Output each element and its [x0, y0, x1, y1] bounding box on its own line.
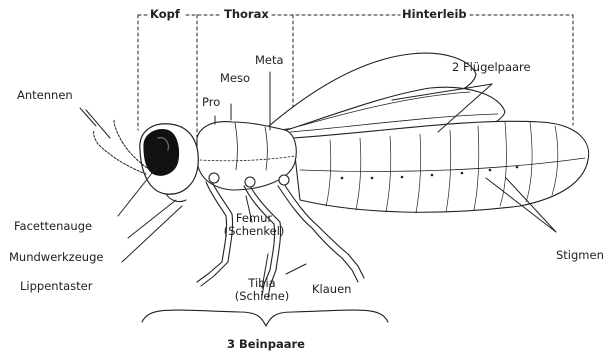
legs-bracket — [142, 310, 388, 326]
label-mouthparts: Mundwerkzeuge — [9, 251, 103, 264]
region-label-abdomen: Hinterleib — [402, 8, 467, 21]
label-spiracles: Stigmen — [556, 249, 604, 262]
segment-label-pro: Pro — [202, 96, 220, 109]
segment-label-meta: Meta — [255, 54, 284, 67]
label-femur: Femur (Schenkel) — [222, 212, 286, 238]
label-antennae: Antennen — [17, 89, 73, 102]
segment-label-meso: Meso — [220, 72, 250, 85]
region-label-thorax: Thorax — [224, 8, 269, 21]
label-claws: Klauen — [312, 283, 351, 296]
label-tibia: Tibia (Schiene) — [230, 277, 294, 303]
abdomen — [293, 121, 589, 213]
label-labial-palps: Lippentaster — [20, 280, 92, 293]
label-femur-german: (Schenkel) — [222, 225, 286, 238]
label-tibia-german: (Schiene) — [230, 290, 294, 303]
label-wings: 2 Flügelpaare — [452, 61, 531, 74]
label-compound-eye: Facettenauge — [14, 220, 92, 233]
legs-caption: 3 Beinpaare — [226, 338, 306, 351]
head — [140, 124, 198, 202]
region-label-head: Kopf — [150, 8, 180, 21]
